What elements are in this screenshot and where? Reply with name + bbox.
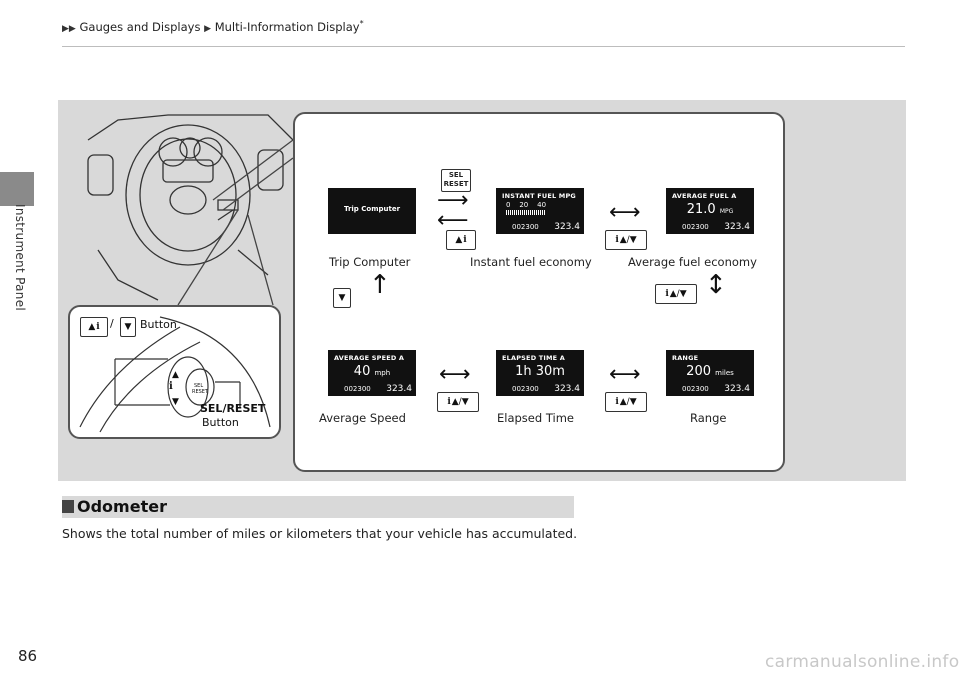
caption-elapsed-time: Elapsed Time bbox=[497, 411, 574, 425]
caption-range: Range bbox=[690, 411, 727, 425]
double-arrow-icon: ⟷ bbox=[609, 200, 641, 225]
breadcrumb-arrow-icon: ▶▶ bbox=[62, 23, 76, 34]
display-cycle-diagram: SEL RESET Trip Computer INSTANT FUEL MPG… bbox=[293, 112, 785, 472]
screen-range: RANGE 200 miles 002300 323.4 bbox=[666, 350, 754, 396]
dashboard-illustration bbox=[87, 114, 294, 306]
info-updown-button-icon: i▲/▼ bbox=[605, 230, 647, 250]
info-updown-button-icon: i▲/▼ bbox=[605, 392, 647, 412]
section-title: Odometer bbox=[77, 497, 167, 516]
double-arrow-icon: ⟷ bbox=[609, 362, 641, 387]
caption-instant-fuel: Instant fuel economy bbox=[470, 255, 592, 269]
down-button-icon: ▼ bbox=[333, 288, 351, 308]
sidebar-label: Instrument Panel bbox=[13, 204, 27, 312]
caption-average-fuel: Average fuel economy bbox=[628, 255, 757, 269]
screen-elapsed-time: ELAPSED TIME A 1h 30m 002300 323.4 bbox=[496, 350, 584, 396]
page-number: 86 bbox=[18, 647, 38, 665]
caption-average-speed: Average Speed bbox=[319, 411, 406, 425]
info-up-button-icon: ▲i bbox=[80, 317, 108, 337]
info-updown-button-icon: i▲/▼ bbox=[437, 392, 479, 412]
sidebar-tab bbox=[0, 172, 34, 206]
caption-trip-computer: Trip Computer bbox=[329, 255, 411, 269]
right-arrow-icon: ⟶ bbox=[437, 188, 469, 213]
vertical-double-arrow-icon: ↕ bbox=[705, 270, 727, 300]
svg-text:i: i bbox=[169, 381, 173, 392]
svg-text:RESET: RESET bbox=[192, 389, 209, 395]
screen-average-speed: AVERAGE SPEED A 40 mph 002300 323.4 bbox=[328, 350, 416, 396]
svg-text:▲: ▲ bbox=[172, 370, 179, 380]
breadcrumb-item-mid[interactable]: Multi-Information Display bbox=[214, 19, 360, 34]
up-arrow-icon: ↑ bbox=[369, 270, 391, 300]
section-square-icon bbox=[62, 500, 74, 513]
button-label: Button bbox=[140, 318, 177, 331]
watermark: carmanualsonline.info bbox=[765, 652, 960, 672]
svg-text:SEL: SEL bbox=[194, 383, 203, 389]
section-body: Shows the total number of miles or kilom… bbox=[62, 526, 578, 541]
svg-text:▼: ▼ bbox=[172, 397, 179, 407]
breadcrumb-separator-icon: ▶ bbox=[204, 23, 212, 34]
sel-reset-button-icon: SEL RESET bbox=[441, 169, 471, 192]
screen-average-fuel: AVERAGE FUEL A 21.0 MPG 002300 323.4 bbox=[666, 188, 754, 234]
sel-reset-sub-label: Button bbox=[202, 416, 239, 429]
left-arrow-icon: ⟵ bbox=[437, 208, 469, 233]
double-arrow-icon: ⟷ bbox=[439, 362, 471, 387]
section-header: Odometer bbox=[62, 496, 574, 518]
header-divider bbox=[62, 46, 905, 47]
info-up-button-icon: ▲i bbox=[446, 230, 476, 250]
info-updown-button-icon: i▲/▼ bbox=[655, 284, 697, 304]
steering-controls-sketch: ▲ i ▼ SEL RESET bbox=[79, 316, 271, 433]
steering-controls-inset: ▲ i ▼ SEL RESET ▲i / ▼ Button SEL/RESET … bbox=[68, 305, 281, 439]
screen-instant-fuel: INSTANT FUEL MPG 0 20 40 002300 323.4 bbox=[496, 188, 584, 234]
sel-reset-label: SEL/RESET bbox=[200, 402, 266, 415]
screen-trip-computer: Trip Computer bbox=[328, 188, 416, 234]
fuel-bar-graph bbox=[506, 210, 546, 215]
slash-separator: / bbox=[110, 317, 114, 330]
down-button-icon: ▼ bbox=[120, 317, 136, 337]
breadcrumb-asterisk: * bbox=[359, 19, 364, 28]
breadcrumb: ▶▶ Gauges and Displays ▶ Multi-Informati… bbox=[62, 19, 364, 34]
breadcrumb-item-gauges[interactable]: Gauges and Displays bbox=[79, 19, 201, 34]
